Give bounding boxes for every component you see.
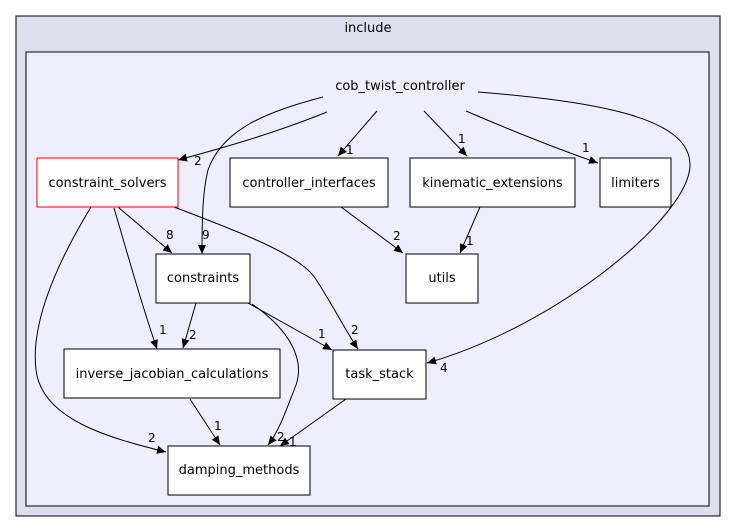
node-utils[interactable]: utils <box>405 253 479 304</box>
node-controller-interfaces-label: controller_interfaces <box>242 176 375 191</box>
edge-constraint-solvers-inverse-jacobian <box>113 207 158 350</box>
node-kinematic-extensions-label: kinematic_extensions <box>422 176 563 191</box>
label-root-controller-interfaces: 1 <box>346 143 354 157</box>
node-damping-methods-label: damping_methods <box>179 463 300 478</box>
edge-constraint-solvers-damping <box>34 206 167 454</box>
edge-task-stack-damping <box>279 398 347 447</box>
label-constraints-damping: 2 <box>277 430 285 444</box>
cob-twist-controller-label[interactable]: cob_twist_controller <box>335 79 465 94</box>
edge-root-task-stack <box>426 91 691 365</box>
edge-root-controller-interfaces <box>337 110 378 157</box>
edge-constraint-solvers-task-stack <box>173 206 359 350</box>
edge-root-kinematic-extensions <box>423 110 468 157</box>
node-controller-interfaces[interactable]: controller_interfaces <box>229 157 389 208</box>
label-constraint-solvers-damping: 2 <box>148 431 156 445</box>
label-constraints-task-stack: 1 <box>318 327 326 341</box>
node-limiters-label: limiters <box>611 176 660 191</box>
label-constraints-inverse-jacobian: 2 <box>189 328 197 342</box>
edge-root-limiters <box>465 110 599 164</box>
label-controller-interfaces-utils: 2 <box>393 229 401 243</box>
label-root-task-stack: 4 <box>440 361 448 375</box>
node-task-stack[interactable]: task_stack <box>332 349 427 400</box>
edges <box>34 91 691 454</box>
label-constraint-solvers-task-stack: 2 <box>351 323 359 337</box>
label-root-kinematic-extensions: 1 <box>458 132 466 146</box>
node-constraints[interactable]: constraints <box>155 253 251 304</box>
label-inverse-jacobian-damping: 1 <box>214 419 222 433</box>
node-limiters[interactable]: limiters <box>599 157 672 208</box>
edge-constraint-solvers-constraints <box>117 206 173 254</box>
node-utils-label: utils <box>428 271 456 286</box>
node-constraints-label: constraints <box>167 271 239 286</box>
label-kinematic-extensions-utils: 1 <box>466 234 474 248</box>
label-root-limiters: 1 <box>582 141 590 155</box>
node-inverse-jacobian-calculations-label: inverse_jacobian_calculations <box>76 367 269 382</box>
edge-constraints-inverse-jacobian <box>181 302 197 349</box>
cob-twist-controller-cluster <box>25 51 710 507</box>
edge-inverse-jacobian-damping <box>189 398 221 446</box>
label-constraint-solvers-constraints: 8 <box>166 228 174 242</box>
edge-kinematic-extensions-utils <box>459 206 481 254</box>
node-kinematic-extensions[interactable]: kinematic_extensions <box>409 157 576 208</box>
label-root-constraint-solvers: 2 <box>194 154 202 168</box>
edge-labels: 2 9 1 1 1 4 8 1 2 2 2 1 2 1 2 1 1 <box>148 132 590 449</box>
label-constraint-solvers-inverse-jacobian: 1 <box>159 323 167 337</box>
node-constraint-solvers[interactable]: constraint_solvers <box>36 157 179 208</box>
label-task-stack-damping: 1 <box>289 435 297 449</box>
edge-controller-interfaces-utils <box>340 206 404 254</box>
edge-constraints-damping <box>251 303 300 446</box>
label-root-constraints: 9 <box>202 228 210 242</box>
node-damping-methods[interactable]: damping_methods <box>167 445 311 496</box>
edge-root-constraint-solvers <box>177 111 328 162</box>
node-constraint-solvers-label: constraint_solvers <box>48 176 166 191</box>
include-cluster-label: include <box>344 21 391 36</box>
node-inverse-jacobian-calculations[interactable]: inverse_jacobian_calculations <box>63 348 281 399</box>
node-task-stack-label: task_stack <box>345 367 414 382</box>
